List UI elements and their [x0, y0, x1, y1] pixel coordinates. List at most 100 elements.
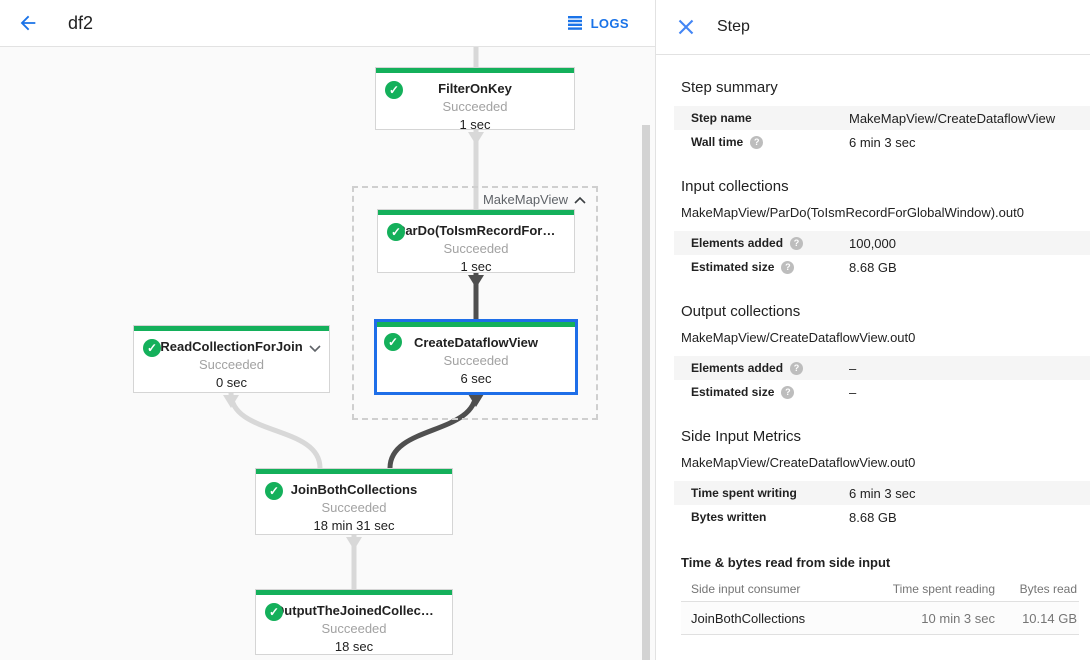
metric-row: Estimated size ? – [674, 380, 1090, 404]
graph-node-readcollectionforjoin[interactable]: ✓ ReadCollectionForJoin Succeeded 0 sec [133, 325, 330, 393]
node-time: 0 sec [215, 375, 248, 390]
composite-step-group: MakeMapView [352, 186, 598, 420]
metric-row: Estimated size ? 8.68 GB [674, 255, 1090, 279]
node-status-bar [376, 68, 574, 73]
help-icon[interactable]: ? [750, 135, 764, 149]
input-collections-table: Elements added ? 100,000 Estimated size … [674, 231, 1090, 279]
node-time: 18 sec [334, 639, 374, 654]
job-graph-canvas[interactable]: MakeMapView ✓ FilterOnKey Succeeded 1 se… [0, 47, 655, 660]
logs-list-icon [567, 16, 582, 30]
success-check-icon: ✓ [143, 339, 161, 357]
col-side-input-consumer: Side input consumer [691, 581, 801, 596]
input-collection-name: MakeMapView/ParDo(ToIsmRecordForGlobalWi… [681, 205, 1024, 220]
node-status: Succeeded [443, 353, 509, 368]
node-title: FilterOnKey [438, 81, 512, 96]
success-check-icon: ✓ [265, 482, 283, 500]
metric-row: Elements added ? 100,000 [674, 231, 1090, 255]
node-status: Succeeded [443, 241, 509, 256]
metric-value: 8.68 GB [849, 509, 897, 525]
close-icon [678, 19, 694, 35]
chevron-down-icon [309, 345, 321, 353]
step-summary-table: Step name MakeMapView/CreateDataflowView… [674, 106, 1090, 154]
panel-title: Step [717, 18, 750, 35]
metric-label: Time spent writing [691, 486, 797, 500]
graph-scrollbar-thumb[interactable] [642, 125, 650, 660]
metric-row: Wall time ? 6 min 3 sec [674, 130, 1090, 154]
metric-label: Bytes written [691, 510, 767, 524]
arrow-left-icon [20, 15, 36, 31]
logs-label: LOGS [590, 15, 629, 31]
graph-scrollbar[interactable] [641, 47, 651, 660]
node-status: Succeeded [321, 500, 387, 515]
node-status-bar [377, 322, 575, 327]
node-title: CreateDataflowView [413, 335, 539, 350]
node-title: JoinBothCollections [290, 482, 418, 497]
table-row: JoinBothCollections 10 min 3 sec 10.14 G… [681, 602, 1079, 635]
cell-time-reading: 10 min 3 sec [921, 610, 995, 626]
success-check-icon: ✓ [385, 81, 403, 99]
metric-label: Wall time ? [691, 135, 849, 149]
metric-value: – [849, 384, 857, 400]
group-collapse-toggle[interactable]: MakeMapView [483, 192, 586, 207]
metric-label: Estimated size ? [691, 385, 849, 399]
node-status: Succeeded [442, 99, 508, 114]
close-panel-button[interactable] [674, 15, 698, 39]
section-heading-step-summary: Step summary [681, 79, 778, 96]
cell-bytes-read: 10.14 GB [1022, 610, 1077, 626]
metric-row: Elements added ? – [674, 356, 1090, 380]
metric-value: 6 min 3 sec [849, 134, 916, 150]
panel-content: Step summary Step name MakeMapView/Creat… [656, 55, 1090, 660]
metric-row: Step name MakeMapView/CreateDataflowView [674, 106, 1090, 130]
help-icon[interactable]: ? [781, 385, 795, 399]
cell-consumer: JoinBothCollections [691, 610, 806, 626]
node-status-bar [256, 590, 452, 595]
col-bytes-read: Bytes read [1019, 581, 1077, 596]
chevron-up-icon [574, 196, 586, 204]
node-time: 1 sec [460, 259, 492, 274]
metric-value: – [849, 360, 857, 376]
output-collection-name: MakeMapView/CreateDataflowView.out0 [681, 330, 916, 345]
graph-node-joinbothcollections[interactable]: ✓ JoinBothCollections Succeeded 18 min 3… [255, 468, 453, 535]
panel-header: Step [656, 0, 1090, 55]
graph-node-pardo[interactable]: ✓ ParDo(ToIsmRecordFor… Succeeded 1 sec [377, 209, 575, 274]
metric-label: Estimated size ? [691, 260, 849, 274]
metric-label: Elements added ? [691, 361, 849, 375]
section-heading-input-collections: Input collections [681, 178, 789, 195]
success-check-icon: ✓ [384, 333, 402, 351]
graph-edges [223, 47, 484, 589]
metric-label: Step name [691, 111, 752, 125]
node-status-bar [134, 326, 329, 331]
job-title: df2 [68, 12, 94, 33]
side-input-table-heading: Time & bytes read from side input [681, 555, 891, 570]
graph-node-filteronkey[interactable]: ✓ FilterOnKey Succeeded 1 sec [375, 67, 575, 132]
table-header-row: Side input consumer Time spent reading B… [681, 576, 1079, 602]
help-icon[interactable]: ? [781, 260, 795, 274]
metric-value: 100,000 [849, 235, 896, 251]
section-heading-output-collections: Output collections [681, 303, 801, 320]
node-status-bar [256, 469, 452, 474]
side-input-metrics-table: Time spent writing 6 min 3 sec Bytes wri… [674, 481, 1090, 529]
graph-node-createdataflowview[interactable]: ✓ CreateDataflowView Succeeded 6 sec [374, 319, 578, 395]
logs-button[interactable]: LOGS [567, 0, 629, 46]
metric-row: Time spent writing 6 min 3 sec [674, 481, 1090, 505]
metric-label: Elements added ? [691, 236, 849, 250]
graph-node-outputthejoined[interactable]: ✓ OutputTheJoinedCollec… Succeeded 18 se… [255, 589, 453, 655]
help-icon[interactable]: ? [790, 361, 804, 375]
help-icon[interactable]: ? [790, 236, 804, 250]
graph-pane: df2 LOGS [0, 0, 655, 660]
side-input-collection-name: MakeMapView/CreateDataflowView.out0 [681, 455, 916, 470]
metric-value: 8.68 GB [849, 259, 897, 275]
node-status: Succeeded [198, 357, 265, 372]
success-check-icon: ✓ [387, 223, 405, 241]
back-button[interactable] [14, 9, 42, 37]
section-heading-side-input-metrics: Side Input Metrics [681, 428, 802, 445]
metric-value: MakeMapView/CreateDataflowView [849, 110, 1056, 126]
node-time: 1 sec [459, 117, 491, 132]
node-title: OutputTheJoinedCollec… [274, 603, 434, 618]
success-check-icon: ✓ [265, 603, 283, 621]
node-expand-toggle[interactable] [309, 340, 321, 358]
node-title: ParDo(ToIsmRecordFor… [396, 223, 556, 238]
node-title: ReadCollectionForJoin [160, 339, 303, 354]
node-status: Succeeded [321, 621, 387, 636]
